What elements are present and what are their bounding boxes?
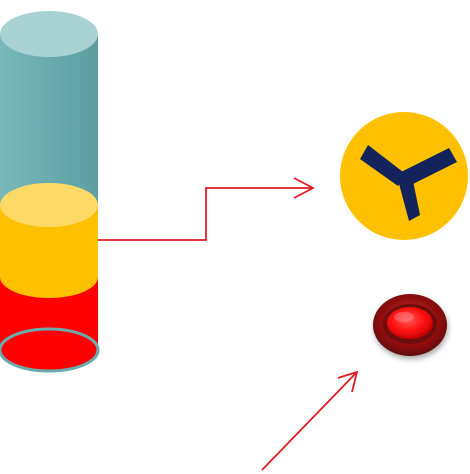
arrow-to-emblem-line — [98, 187, 312, 241]
propeller-emblem-icon — [340, 112, 468, 240]
cylinder-yellow-top-cap — [0, 183, 98, 227]
arrow-to-emblem — [98, 177, 315, 241]
cylinder-yellow-bottom-edge — [0, 256, 98, 298]
arrow-to-button — [261, 370, 359, 471]
button-highlight — [394, 312, 414, 322]
cylinder-teal-top-cap — [0, 11, 98, 57]
stacked-cylinder — [0, 11, 100, 373]
cylinder-red-bottom-cap — [0, 327, 100, 373]
arrow-to-emblem-head — [293, 177, 315, 199]
emblem-mark — [360, 145, 457, 221]
red-round-button-icon — [373, 294, 447, 356]
arrow-to-button-line — [261, 371, 358, 471]
arrow-to-button-head — [337, 370, 359, 393]
cylinder-teal-body — [0, 34, 98, 206]
button-core — [387, 307, 433, 339]
